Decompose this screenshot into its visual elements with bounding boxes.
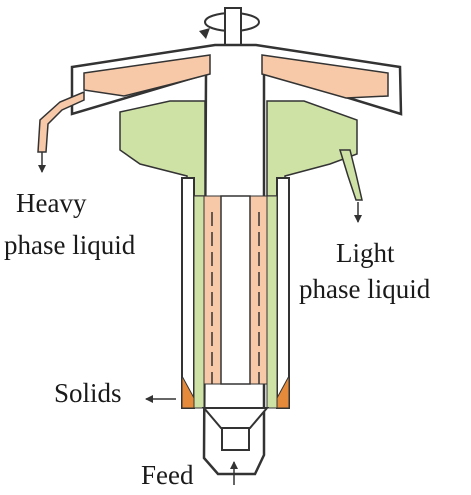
heavy-phase-label-line2: phase liquid — [4, 230, 136, 260]
bowl-wall-right — [276, 177, 290, 409]
light-phase-outlet-pipe — [338, 149, 363, 201]
feed-pipe — [221, 427, 250, 451]
heavy-phase-label-line1: Heavy — [16, 188, 87, 218]
feed-label: Feed — [141, 460, 194, 490]
solids-deposit-left — [181, 375, 195, 409]
heavy-phase-outlet-pipe — [37, 90, 85, 153]
bowl-wall-left — [181, 177, 195, 409]
light-phase-column-right — [266, 195, 278, 409]
heavy-phase-region-right — [261, 54, 389, 99]
light-phase-column-left — [193, 195, 205, 409]
light-phase-label-line1: Light — [336, 238, 395, 268]
central-feed-tube — [220, 195, 251, 385]
solids-deposit-right — [276, 375, 290, 409]
heavy-phase-region-left — [83, 54, 211, 97]
light-phase-label-line2: phase liquid — [299, 274, 431, 304]
solids-label: Solids — [54, 378, 122, 408]
